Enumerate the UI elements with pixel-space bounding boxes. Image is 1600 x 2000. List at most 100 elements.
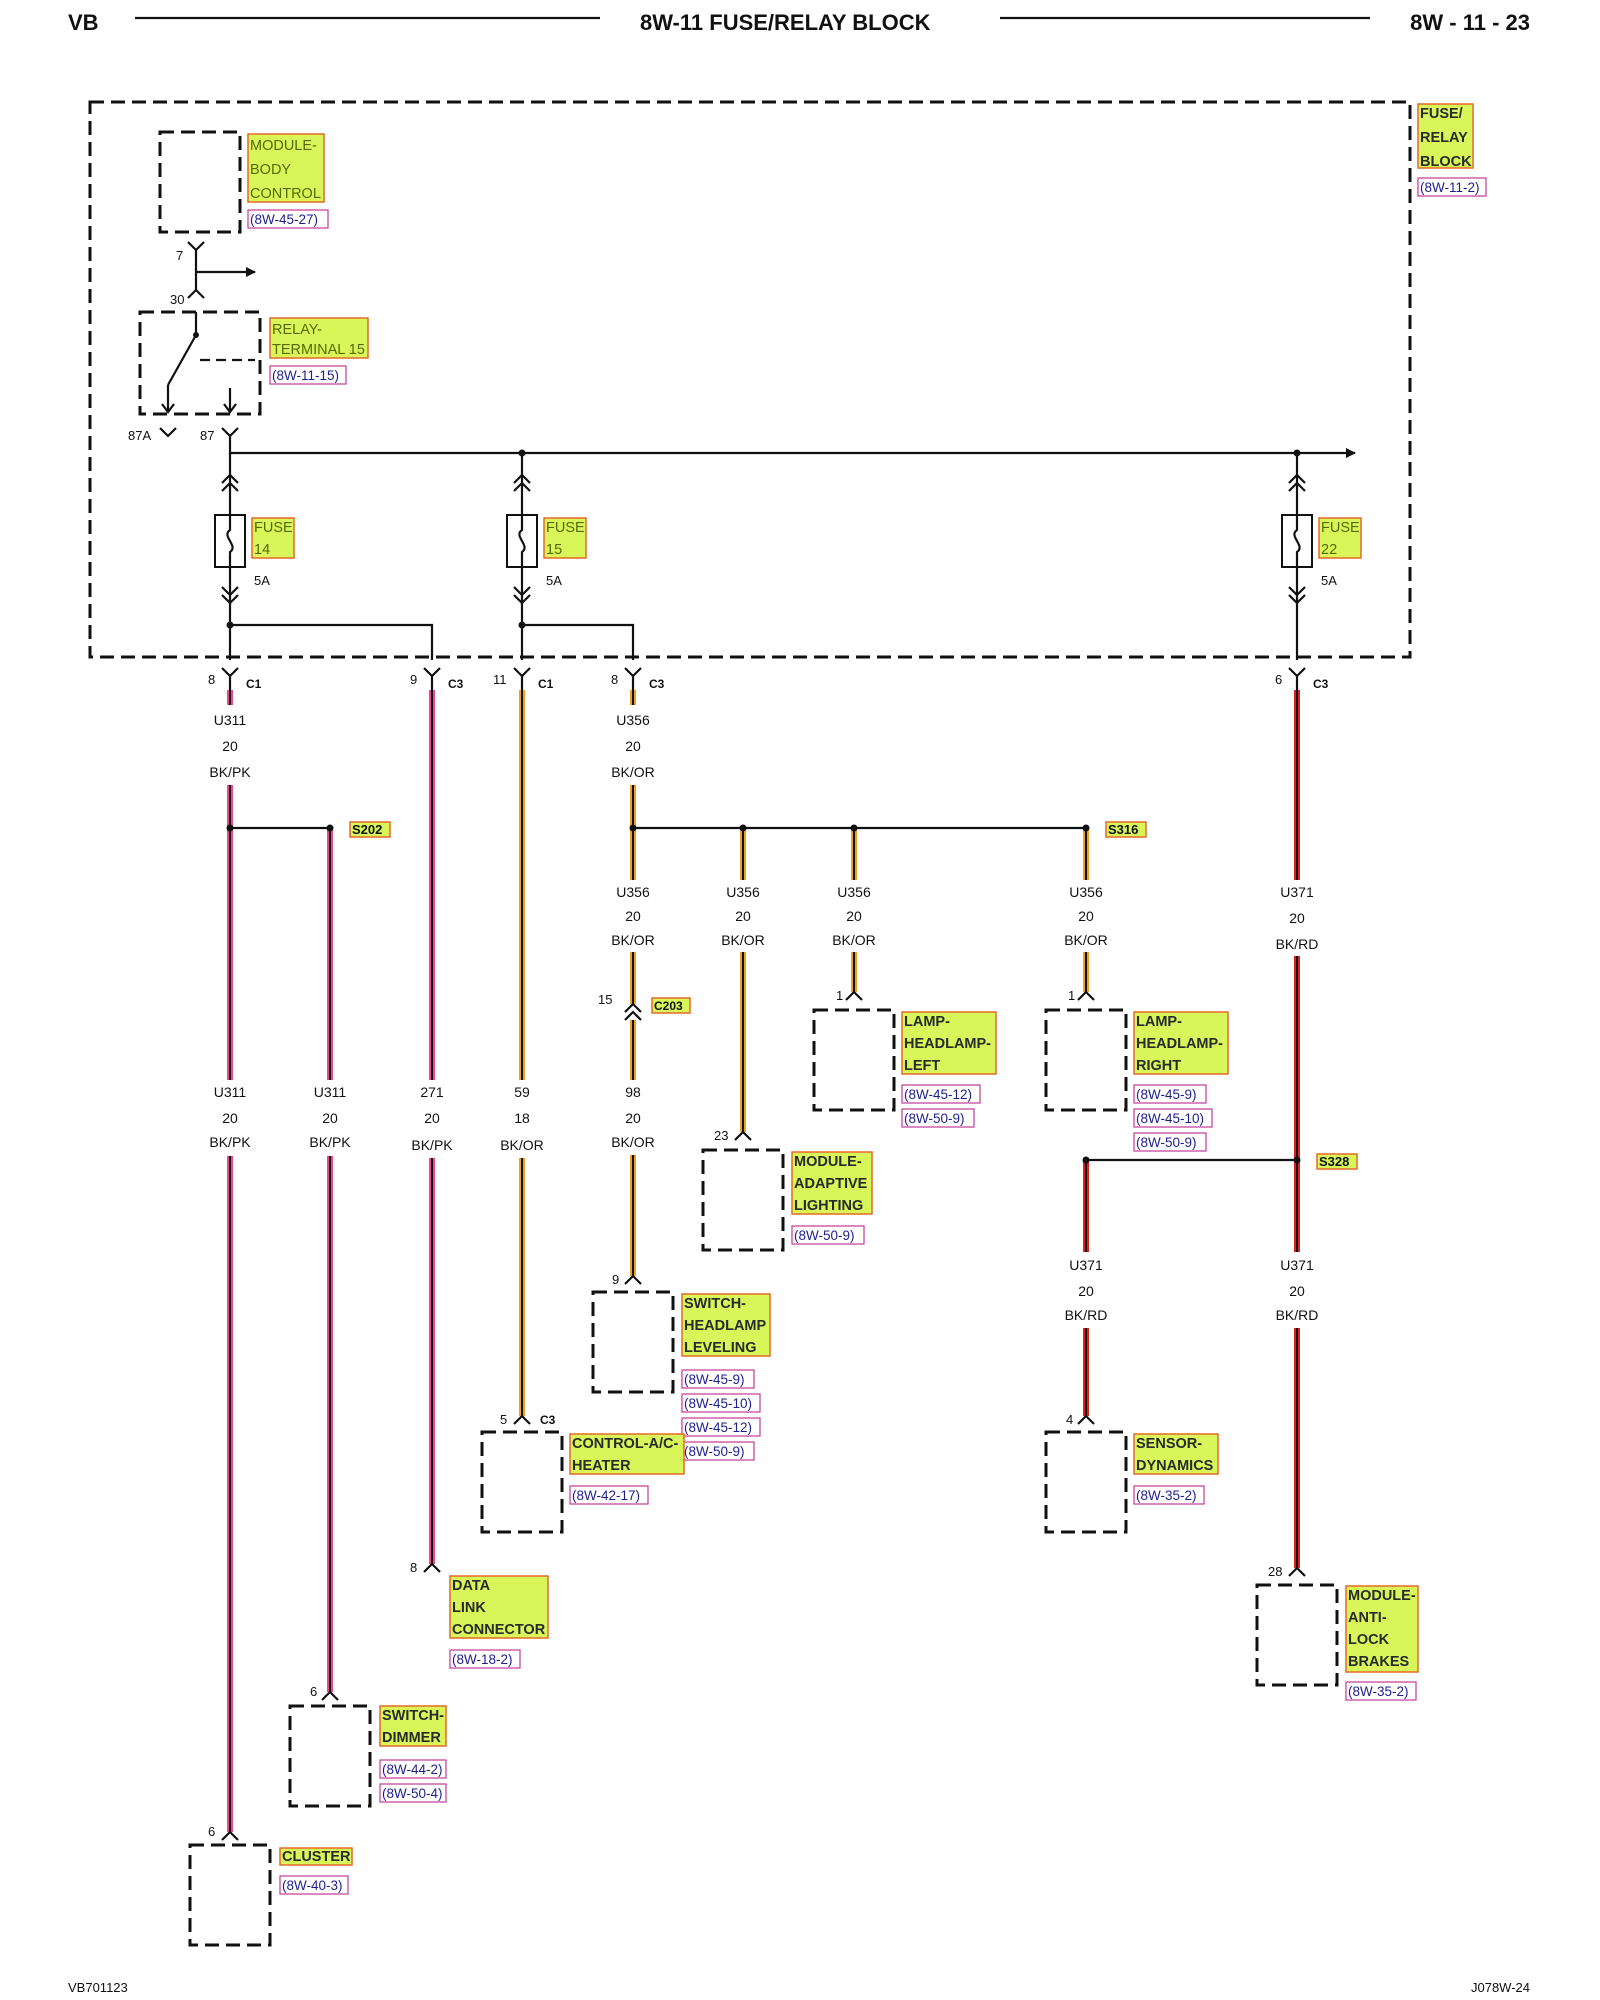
fuse-15-label-2: 15: [546, 542, 562, 558]
wire-98-circuit: 98: [625, 1084, 641, 1100]
abs-label-3: LOCK: [1348, 1632, 1390, 1648]
cluster-label-1: CLUSTER: [282, 1849, 351, 1865]
dimmer-label-1: SWITCH-: [382, 1708, 444, 1724]
leveling-ref-1: (8W-45-9): [684, 1372, 745, 1387]
page-header: VB 8W-11 FUSE/RELAY BLOCK 8W - 11 - 23: [68, 10, 1530, 35]
fuse-22-rating: 5A: [1321, 573, 1337, 588]
fuse-relay-block-label-2: RELAY: [1420, 130, 1468, 146]
fuse-14-label-1: FUSE: [254, 520, 293, 536]
adaptive-pin: 23: [714, 1128, 728, 1143]
cluster-pin: 6: [208, 1824, 215, 1839]
relay-ref: (8W-11-15): [272, 368, 339, 383]
fuse-22-label-1: FUSE: [1321, 520, 1360, 536]
relay-box: [138, 310, 262, 416]
connector-4-name: C3: [1313, 677, 1329, 691]
footer-left: VB701123: [68, 1980, 128, 1995]
wire-u356-top-gauge: 20: [625, 738, 641, 754]
dynamics-pin: 4: [1066, 1412, 1073, 1427]
adaptive-label-2: ADAPTIVE: [794, 1176, 868, 1192]
wire-u371-b-gauge: 20: [1289, 1283, 1305, 1299]
dimmer-ref-2: (8W-50-4): [382, 1786, 443, 1801]
splice-s328: S328: [1319, 1154, 1349, 1169]
fuse-relay-block-label-1: FUSE/: [1420, 106, 1463, 122]
wire-59-color: BK/OR: [500, 1137, 544, 1153]
dlc-label-2: LINK: [452, 1600, 486, 1616]
fuse-14-rating: 5A: [254, 573, 270, 588]
lamp-right-ref-3: (8W-50-9): [1136, 1135, 1197, 1150]
wire-u356-top-circuit: U356: [616, 712, 650, 728]
relay-switch-arm: [167, 312, 198, 386]
dlc-ref-1: (8W-18-2): [452, 1652, 513, 1667]
relay-pin-87: 87: [200, 428, 214, 443]
leveling-ref-2: (8W-45-10): [684, 1396, 752, 1411]
leveling-ref-3: (8W-45-12): [684, 1420, 752, 1435]
wire-u311-top-color: BK/PK: [209, 764, 251, 780]
leveling-label-2: HEADLAMP: [684, 1318, 766, 1334]
ac-heater-label-2: HEATER: [572, 1458, 631, 1474]
connector-2-pin: 11: [493, 672, 507, 687]
dimmer-label-2: DIMMER: [382, 1730, 441, 1746]
relay-pin-87a: 87A: [128, 428, 151, 443]
wire-u311-a-gauge: 20: [222, 1110, 238, 1126]
connector-3-name: C3: [649, 677, 665, 691]
ac-heater-ref-1: (8W-42-17): [572, 1488, 640, 1503]
connector-3-pin: 8: [611, 672, 618, 687]
ac-heater-pin: 5: [500, 1412, 507, 1427]
cluster-ref-1: (8W-40-3): [282, 1878, 343, 1893]
mbc-pin-7: 7: [176, 248, 183, 263]
connector-c1-pin8: 8 C1: [208, 667, 262, 691]
connector-4-pin: 6: [1275, 672, 1282, 687]
wire-u356-c-color: BK/OR: [832, 932, 876, 948]
wire-u311-b-gauge: 20: [322, 1110, 338, 1126]
wire-u356-top-color: BK/OR: [611, 764, 655, 780]
wire-u371-top-color: BK/RD: [1276, 936, 1319, 952]
fuse-relay-block-boundary: [88, 100, 1412, 659]
module-anti-lock-brakes: 28 MODULE- ANTI- LOCK BRAKES (8W-35-2): [1255, 1564, 1419, 1701]
lamp-left-ref-2: (8W-50-9): [904, 1111, 965, 1126]
wire-u311-b-circuit: U311: [314, 1084, 347, 1100]
lamp-right-label-3: RIGHT: [1136, 1058, 1181, 1074]
wire-98-gauge: 20: [625, 1110, 641, 1126]
connector-1-pin: 9: [410, 672, 417, 687]
connector-c3-pin6: 6 C3: [1275, 667, 1329, 691]
mbc-pin-connector: [187, 241, 205, 299]
connector-2-name: C1: [538, 677, 554, 691]
abs-label-4: BRAKES: [1348, 1654, 1410, 1670]
dynamics-label-1: SENSOR-: [1136, 1436, 1202, 1452]
abs-label-2: ANTI-: [1348, 1610, 1387, 1626]
fuse-15-rating: 5A: [546, 573, 562, 588]
mbc-label-2: BODY: [250, 162, 291, 178]
lamp-right-ref-2: (8W-45-10): [1136, 1111, 1204, 1126]
relay-pin-87-connector: [221, 427, 239, 455]
mbc-label-1: MODULE-: [250, 138, 317, 154]
wire-u356-c-gauge: 20: [846, 908, 862, 924]
connector-1-name: C3: [448, 677, 464, 691]
switch-headlamp-leveling: 9 SWITCH- HEADLAMP LEVELING (8W-45-9) (8…: [591, 1272, 771, 1461]
wire-u371-a-circuit: U371: [1069, 1257, 1103, 1273]
dynamics-label-2: DYNAMICS: [1136, 1458, 1214, 1474]
lamp-right-ref-1: (8W-45-9): [1136, 1087, 1197, 1102]
connector-0-pin: 8: [208, 672, 215, 687]
wire-u356-b-circuit: U356: [726, 884, 760, 900]
wire-u371-top-circuit: U371: [1280, 884, 1314, 900]
connector-c3-pin8: 8 C3: [611, 667, 665, 691]
header-page-number: 8W - 11 - 23: [1410, 10, 1530, 35]
dynamics-ref-1: (8W-35-2): [1136, 1488, 1197, 1503]
c203-connector: [624, 1002, 642, 1021]
wire-u356-d-gauge: 20: [1078, 908, 1094, 924]
mbc-label-3: CONTROL: [250, 186, 321, 202]
leveling-pin: 9: [612, 1272, 619, 1287]
dlc-pin: 8: [410, 1560, 417, 1575]
fuse-15-label-1: FUSE: [546, 520, 585, 536]
fuse-22: FUSE 22 5A: [1281, 453, 1362, 660]
fuse-15-branch: [522, 623, 635, 660]
ac-heater-label-1: CONTROL-A/C-: [572, 1436, 678, 1452]
wire-u311-b-color: BK/PK: [309, 1134, 351, 1150]
fuse-22-label-2: 22: [1321, 542, 1337, 558]
module-body-control-box: [158, 130, 242, 234]
wire-u356-a-circuit: U356: [616, 884, 650, 900]
sensor-dynamics: 4 SENSOR- DYNAMICS (8W-35-2): [1044, 1412, 1219, 1534]
relay-label-1: RELAY-: [272, 322, 322, 338]
wire-u311-top-gauge: 20: [222, 738, 238, 754]
